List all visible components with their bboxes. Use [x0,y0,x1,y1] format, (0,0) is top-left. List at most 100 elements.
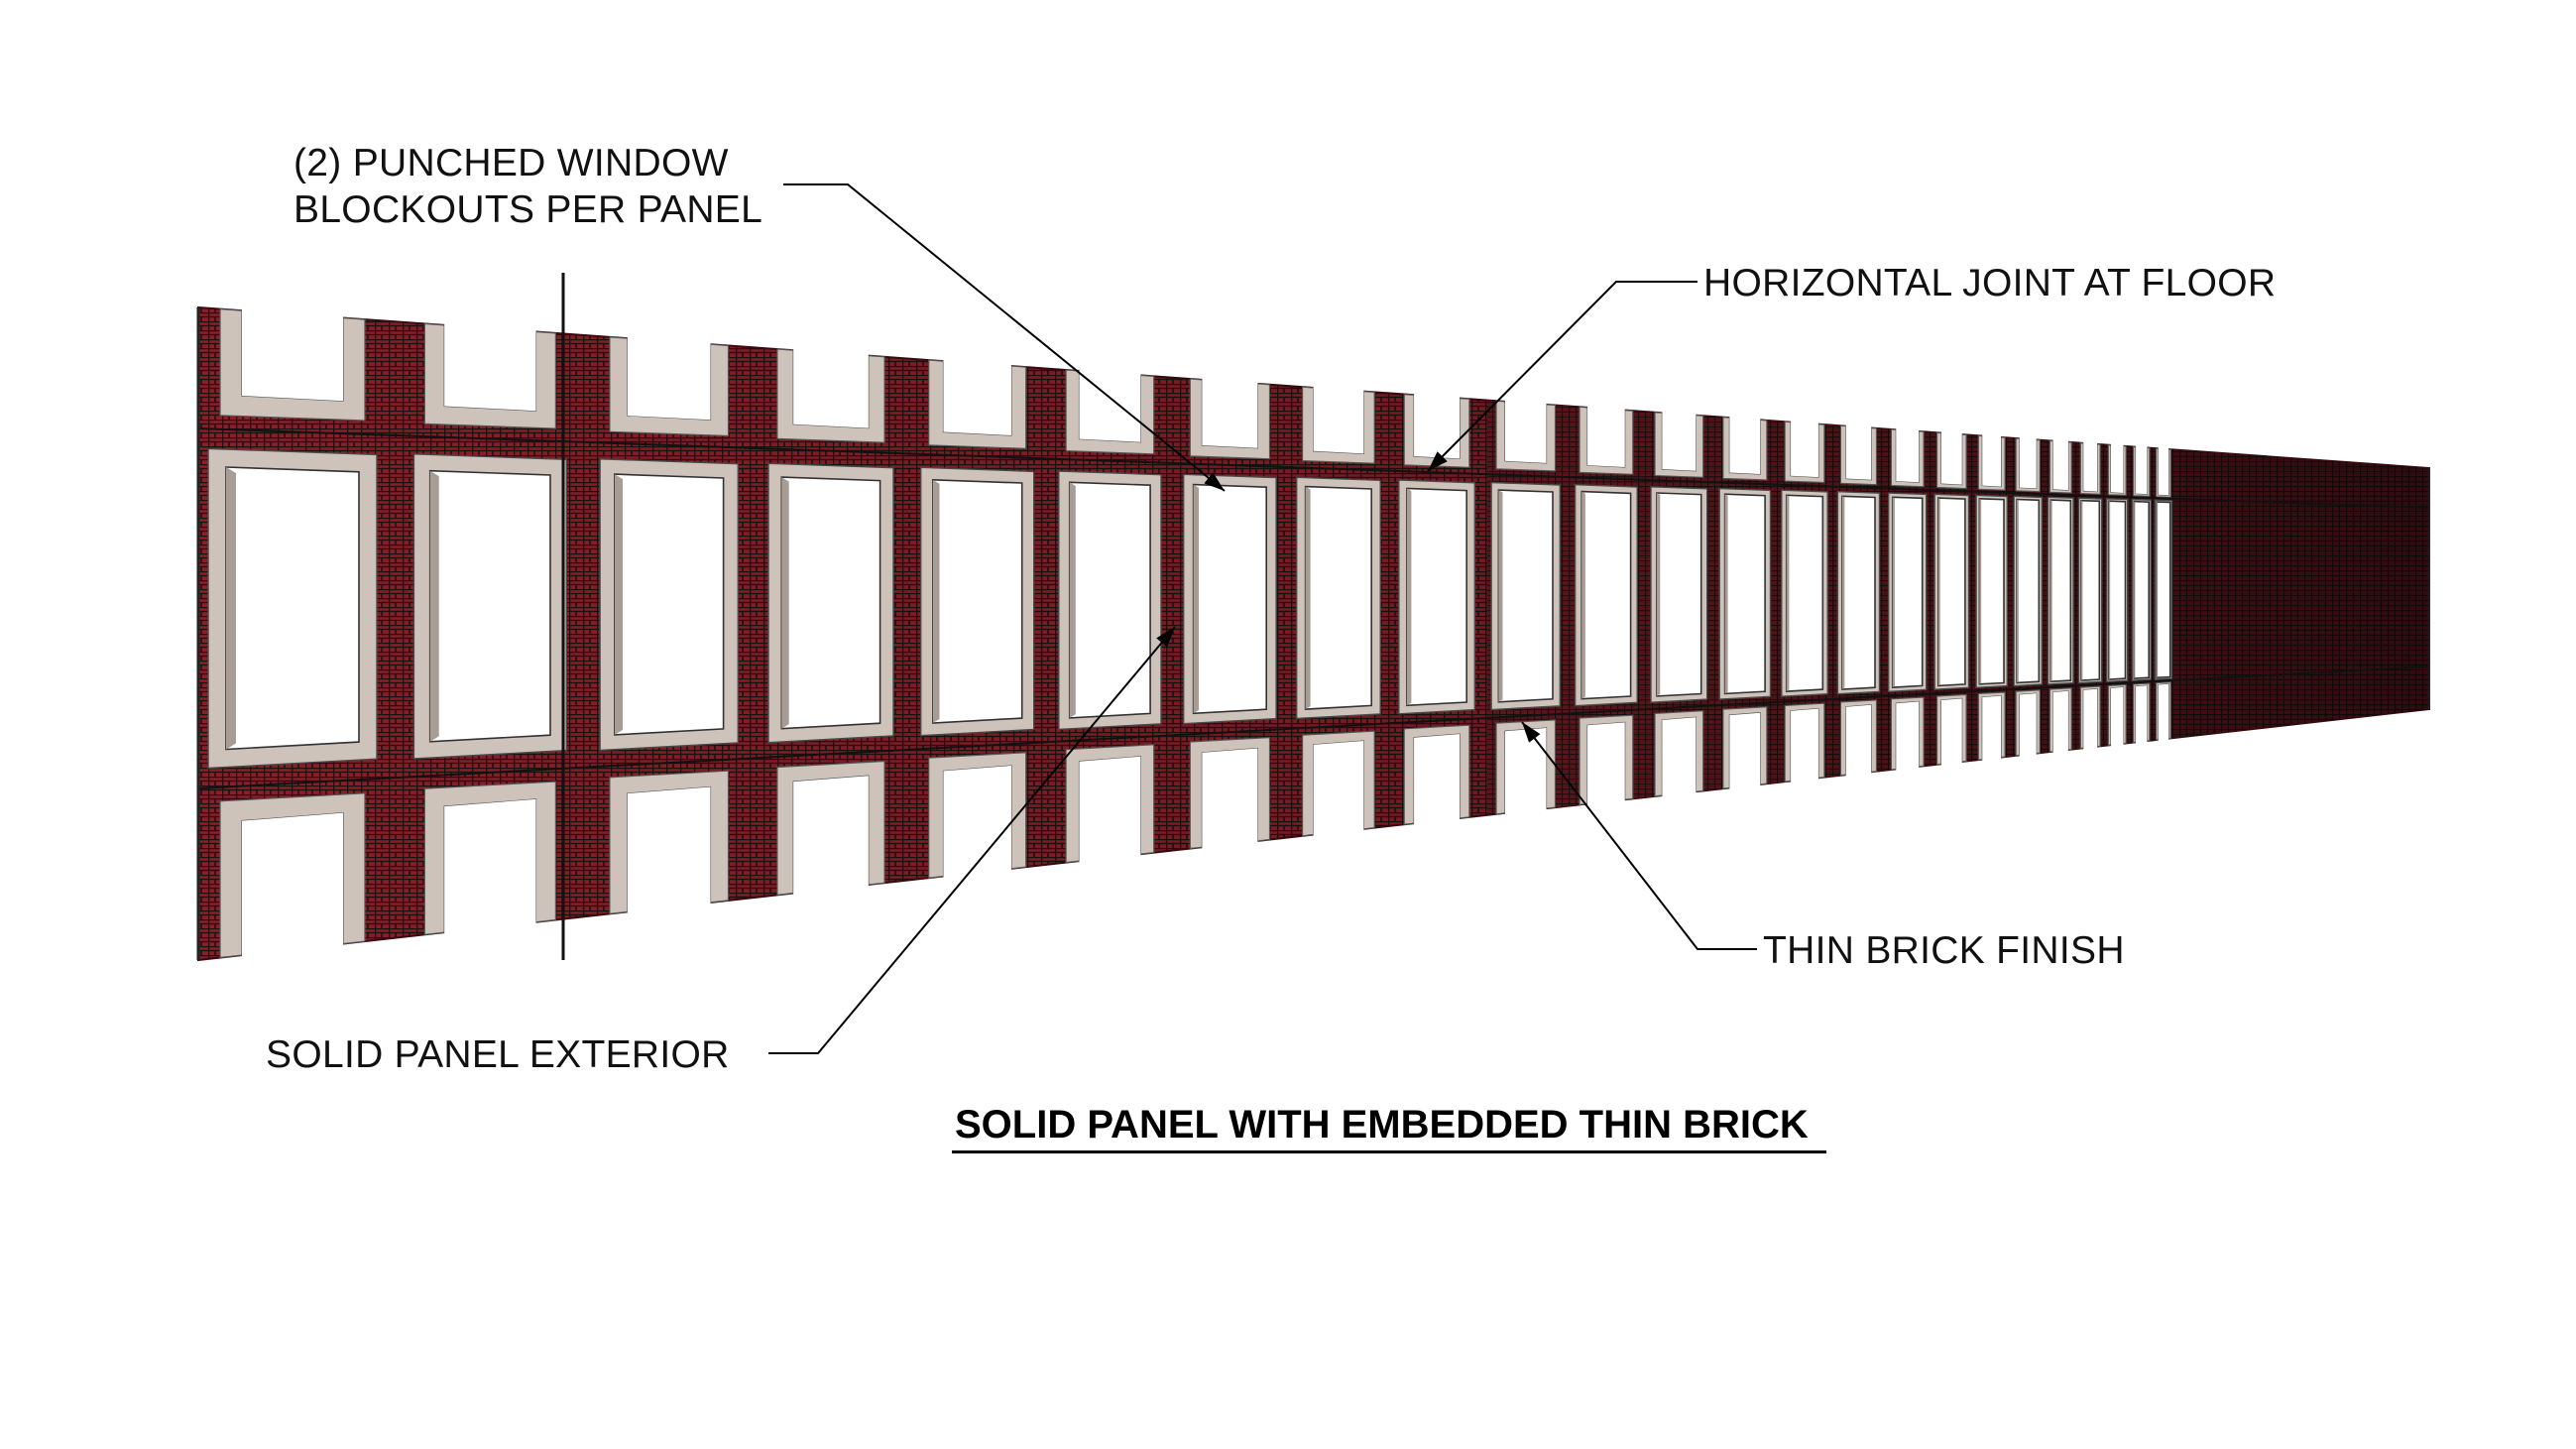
window-jamb-shade-15 [1841,496,1845,689]
parapet-gap-7 [1202,260,1258,448]
window-jamb-shade-20 [2050,500,2052,682]
window-opening-2 [428,469,551,743]
window-opening-1 [225,466,360,751]
lower-gap-8 [1313,741,1364,838]
diagram-title: SOLID PANEL WITH EMBEDDED THIN BRICK [955,1103,1809,1147]
window-jamb-shade-23 [2134,501,2136,678]
window-opening-6 [1068,481,1151,719]
leader-window-blockouts-arrowhead [1204,472,1225,491]
window-opening-17 [1937,497,1966,687]
window-opening-20 [2049,499,2072,683]
parapet-gap-1 [242,191,343,402]
lower-gap-17 [1941,698,1962,768]
window-opening-19 [2016,498,2041,684]
lower-gap-3 [627,786,711,915]
window-opening-8 [1304,485,1372,710]
horizontal-joint-upper [197,427,2430,509]
parapet-gap-16 [1896,310,1920,483]
horizontal-joint-lower [197,665,2430,789]
lower-gap-15 [1845,704,1872,779]
title-underline [952,1150,1826,1153]
window-opening-11 [1581,490,1632,700]
leader-solid-exterior-arrowhead [1156,627,1175,648]
leader-horizontal-joint [1427,281,1698,472]
window-jamb-shade-14 [1786,495,1790,692]
leader-lines [768,183,1757,1054]
window-jamb-shade-9 [1406,488,1412,706]
lower-gap-20 [2052,690,2068,755]
callout-horizontal-joint: HORIZONTAL JOINT AT FLOOR [1703,262,2277,304]
parapet-gap-23 [2136,327,2148,495]
lower-gap-10 [1505,728,1547,816]
parapet-gap-12 [1662,294,1697,471]
window-opening-24 [2156,501,2171,679]
lower-gap-16 [1896,701,1920,773]
lower-gap-2 [444,798,536,936]
lower-gap-6 [1079,756,1141,865]
parapet-gap-11 [1587,288,1625,467]
parapet-gap-20 [2052,321,2068,491]
parapet-gap-22 [2111,325,2124,493]
window-opening-15 [1841,495,1876,690]
parapet-gap-15 [1845,306,1872,480]
parapet-gap-6 [1079,252,1141,442]
window-jamb-shade-5 [932,479,940,723]
window-opening-18 [1978,497,2005,685]
parapet-gap-4 [793,231,869,428]
parapet-gap-13 [1729,299,1761,474]
leader-thin-brick-arrowhead [1522,722,1541,743]
window-jamb-shade-18 [1979,498,1982,684]
parapet-gap-2 [444,205,536,412]
leader-thin-brick [1521,721,1757,950]
lower-gap-22 [2111,686,2124,749]
parapet-gap-14 [1791,302,1818,478]
window-jamb-shade-22 [2109,501,2111,679]
parapet-gap-21 [2083,323,2098,492]
callout-solid-exterior: SOLID PANEL EXTERIOR [266,1033,730,1076]
lower-gap-7 [1202,748,1258,851]
window-jamb-shade-4 [781,477,789,729]
lower-gap-5 [943,766,1011,880]
window-jamb-shade-24 [2157,502,2159,678]
lower-gap-9 [1414,734,1460,827]
window-opening-21 [2080,499,2101,681]
lower-gap-14 [1791,708,1818,785]
window-jamb-shade-1 [226,467,236,750]
window-jamb-shade-12 [1657,493,1661,696]
leader-solid-exterior [768,626,1176,1054]
window-jamb-shade-8 [1305,486,1311,710]
lower-gap-21 [2083,688,2098,752]
parapet-gap-5 [943,242,1011,435]
window-opening-9 [1406,487,1467,707]
lower-gap-24 [2158,683,2169,743]
window-opening-5 [931,478,1023,724]
parapet-gap-17 [1941,313,1962,485]
window-opening-23 [2133,500,2150,679]
lower-gap-18 [1982,695,2001,763]
parapet-gap-18 [1982,316,2001,487]
window-jamb-shade-10 [1498,490,1503,702]
precast-panel-wall [196,191,2430,962]
parapet-gap-19 [2019,319,2037,489]
window-jamb-shade-7 [1193,484,1200,714]
window-opening-16 [1891,496,1924,688]
lower-gap-19 [2019,693,2037,759]
callout-window-line-1: (2) PUNCHED WINDOW [293,142,729,184]
lower-gap-11 [1587,722,1625,807]
window-jamb-shade-21 [2081,500,2083,680]
window-jamb-shade-11 [1581,491,1585,699]
lower-gap-1 [242,812,343,959]
window-opening-22 [2108,500,2127,680]
leader-horizontal-joint-arrowhead [1428,451,1448,471]
window-jamb-shade-2 [429,470,439,742]
window-jamb-shade-19 [2017,499,2019,683]
window-opening-7 [1192,483,1267,715]
window-jamb-shade-3 [614,474,623,735]
window-opening-12 [1656,492,1702,697]
callout-thin-brick: THIN BRICK FINISH [1763,929,2125,972]
window-jamb-shade-13 [1724,494,1728,694]
window-jamb-shade-17 [1937,498,1940,686]
window-jamb-shade-16 [1892,497,1895,688]
lower-gap-23 [2136,685,2148,746]
